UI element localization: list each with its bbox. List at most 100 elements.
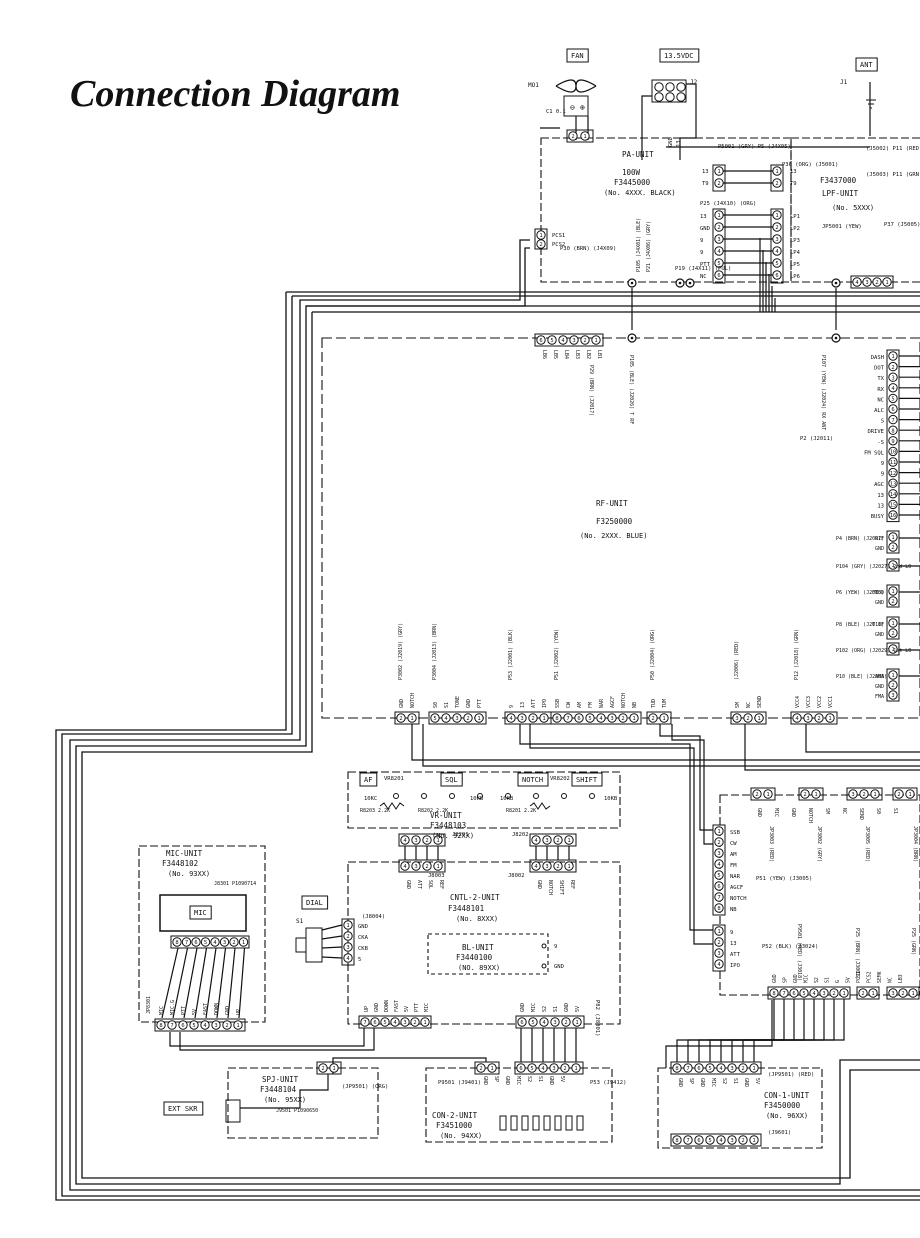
fan-minus: ⊖ xyxy=(570,103,575,112)
right-bottom-pin-label: SEMK xyxy=(877,971,883,983)
vr-unit-number: (No. 92XX) xyxy=(432,832,474,840)
pin-number: 3 xyxy=(545,864,548,870)
right-p51-connector xyxy=(714,826,724,836)
rf-bottom-conn-label: P3004 (J2013) (BRN) xyxy=(432,623,438,680)
pin-number: 3 xyxy=(610,716,613,722)
con1-harness-wire xyxy=(709,999,805,1062)
mic-jp8301-connector xyxy=(200,1020,210,1030)
dc-pin xyxy=(665,82,675,92)
con2-p53-connector xyxy=(571,1063,581,1073)
rf-p2-connector xyxy=(888,510,898,520)
harness-outer xyxy=(55,292,920,1201)
vr-unit-part: F3448103 xyxy=(430,821,466,830)
pin-number: 2 xyxy=(539,242,542,248)
right-p51-pin-label: NOTCH xyxy=(730,896,747,902)
pa-pcs-connector-housing xyxy=(534,228,548,250)
right-p51-pin-label: AM xyxy=(730,852,737,858)
pin-number: 5 xyxy=(530,1066,533,1072)
pin-number: 5 xyxy=(433,716,436,722)
rf-p2-connector xyxy=(888,404,898,414)
pin-number: 3 xyxy=(572,338,575,344)
pin-number: 4 xyxy=(599,716,603,722)
rf-p2-connector xyxy=(888,478,898,488)
rf-right-pin-label: RIF xyxy=(875,536,884,542)
vr-sql-tag-frame xyxy=(440,772,463,787)
pin-number: 2 xyxy=(232,940,235,946)
con1-pin-label: 5V xyxy=(754,1078,760,1084)
rf-bottom-connector-housing xyxy=(550,711,642,725)
rf-right-conn-label: P8 (BLE) (J2010) xyxy=(836,622,884,628)
vr-r8202: R8202 2.2K xyxy=(418,808,448,814)
vr-10kb-3: 10KB xyxy=(604,796,618,802)
pin-number: 6 xyxy=(520,1020,523,1026)
mic-pin-label: GND xyxy=(225,1006,231,1015)
vr-j8202-connector-housing xyxy=(529,833,577,847)
pa-fan-connector xyxy=(580,131,590,141)
pin-number: 1 xyxy=(908,792,911,798)
pin-number: 2 xyxy=(399,716,402,722)
pin-number: 4 xyxy=(203,1023,207,1029)
rf-p29-connector xyxy=(547,335,557,345)
lpf-pin-13: 13 xyxy=(790,169,797,175)
vr-r8201: R8201 2.2K xyxy=(506,808,536,814)
right-pcs-connector xyxy=(868,988,878,998)
rf-p2-pin-label: BUSY xyxy=(871,514,885,520)
right-bottom-pin-label: LB3 xyxy=(898,974,904,983)
cntl-j8002 xyxy=(531,861,541,871)
right-jp3005-housing xyxy=(846,787,883,801)
con1-pin-label: MIC xyxy=(710,1078,716,1087)
pin-number: 3 xyxy=(730,1138,733,1144)
pa-ic-plus-core xyxy=(678,281,682,285)
fan-tag-frame xyxy=(566,48,589,63)
rf-p2-connector-housing xyxy=(886,349,900,523)
bl-unit-part: F3440100 xyxy=(456,953,493,962)
con2-pin-label: MIC xyxy=(515,1076,521,1085)
right-p52-connector-housing xyxy=(712,924,726,972)
pin-number: 5 xyxy=(717,261,720,267)
pin-number: 3 xyxy=(822,991,825,997)
right-jp-label: JP3003 (RED) xyxy=(768,826,774,862)
lpf-pin-label: LP1 xyxy=(790,214,800,220)
pin-number: 3 xyxy=(223,940,226,946)
pot-terminal xyxy=(589,793,595,799)
con2-pin-label: GND xyxy=(548,1076,554,1085)
pa-p19-pin-label: PTT xyxy=(700,262,711,268)
rf-p2-pin-label: 13 xyxy=(877,493,884,499)
vr-j8201-connector-housing xyxy=(398,833,446,847)
pin-number: 2 xyxy=(803,792,806,798)
rf-bottom-pin-label: NAR xyxy=(599,698,605,708)
pin-number: 2 xyxy=(563,1066,566,1072)
pin-number: 2 xyxy=(862,792,865,798)
right-semk-connector xyxy=(888,988,898,998)
pin-number: 2 xyxy=(556,864,559,870)
right-bottom-connector xyxy=(779,988,789,998)
pin-number: 6 xyxy=(891,407,894,413)
pa-p19-connector xyxy=(714,246,724,256)
pin-number: 2 xyxy=(741,1066,744,1072)
pin-number: 7 xyxy=(170,1023,173,1029)
con1-pin-label: SP xyxy=(688,1078,694,1084)
con2-pin-label: SP xyxy=(493,1076,499,1082)
dc-pin xyxy=(654,82,664,92)
pa-p5-connector xyxy=(714,178,724,188)
pa-ic-minus-core xyxy=(688,281,692,285)
vr-shift-tag: SHIFT xyxy=(576,776,598,784)
rf-right-connector xyxy=(888,644,898,654)
right-bottom-pin-label: PCS1 xyxy=(856,971,862,983)
vr-j8202-connector xyxy=(564,835,574,845)
rf-p2-pin-label: FM SQL xyxy=(864,450,885,456)
pin-number: 1 xyxy=(891,647,894,653)
fan-icon xyxy=(555,79,597,93)
con1-bottom-connector xyxy=(705,1135,715,1145)
pa-p19-pin-label: 9 xyxy=(700,250,703,256)
right-p51-pin-label: NAR xyxy=(730,874,741,880)
pin-number: 3 xyxy=(717,851,720,857)
cntl-bottom-connector xyxy=(420,1017,430,1027)
right-bottom-connector xyxy=(809,988,819,998)
page-title: Connection Diagram xyxy=(70,73,401,115)
rf-bottom-connector xyxy=(396,713,406,723)
mic-unit-part: F3448102 xyxy=(162,859,198,868)
dial-wire xyxy=(321,924,343,931)
cntl-dial-connector xyxy=(343,953,353,963)
con2-p53-connector xyxy=(560,1063,570,1073)
